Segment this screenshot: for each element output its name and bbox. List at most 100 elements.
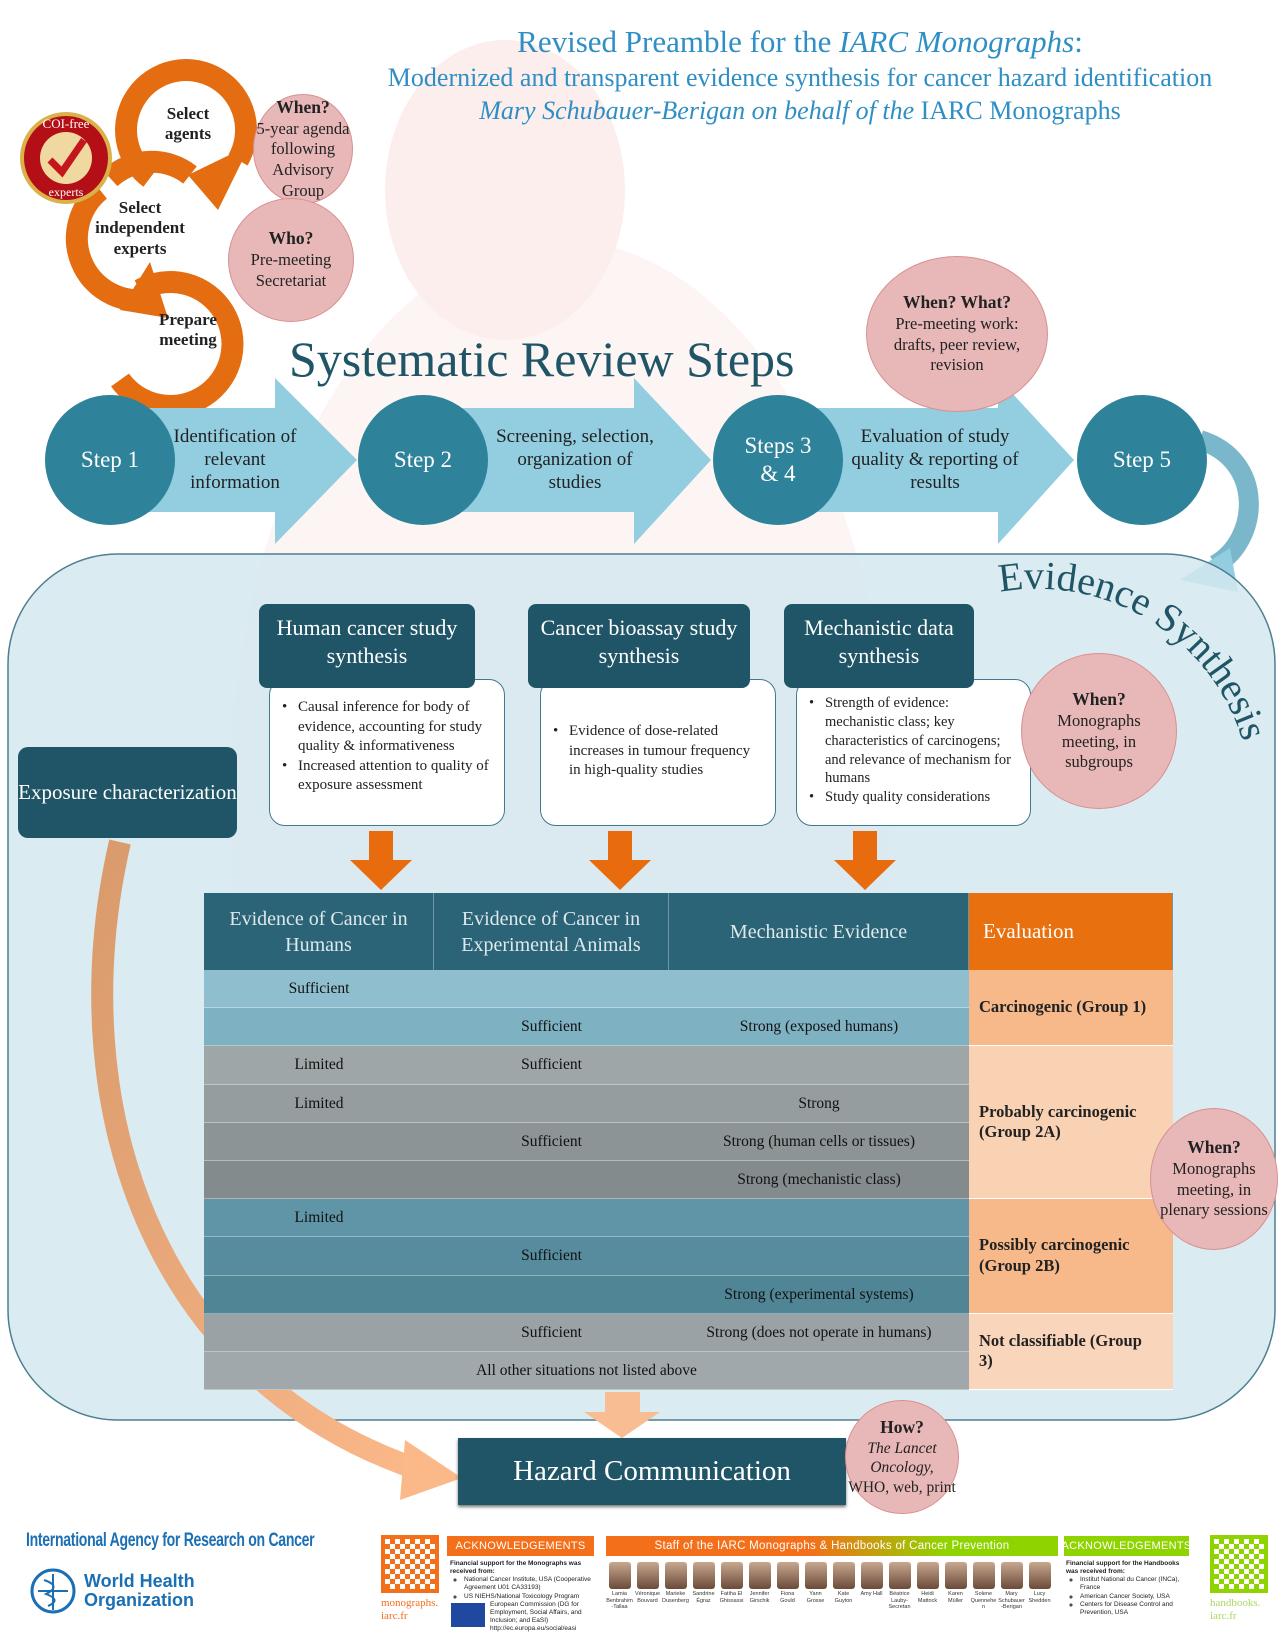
checkmark-icon (47, 138, 87, 178)
cell-mechanistic (669, 1046, 969, 1084)
steps-3-4-circle: Steps 3 & 4 (713, 395, 843, 525)
cell-humans (204, 1276, 434, 1314)
table-row: Strong (mechanistic class) (204, 1161, 969, 1200)
step-2-circle: Step 2 (358, 395, 488, 525)
planning-cycle-rings (65, 59, 258, 417)
bullet: Increased attention to quality of exposu… (282, 757, 494, 796)
staff-member: Mary Schubauer-Berigan (998, 1562, 1025, 1611)
mechanistic-synthesis-header: Mechanistic data synthesis (784, 604, 974, 688)
human-synthesis-details: Causal inference for body of evidence, a… (269, 679, 505, 826)
step-1-text: Identification of relevant information (173, 426, 297, 493)
staff-photo (664, 1562, 687, 1589)
qr-code-handbooks[interactable] (1210, 1535, 1268, 1593)
staff-name: Kate Guyton (834, 1591, 853, 1604)
staff-member: Fatiha El Ghissassi (718, 1562, 745, 1611)
bioassay-synthesis-details: Evidence of dose-related increases in tu… (540, 679, 776, 826)
staff-name: Mary Schubauer-Berigan (998, 1591, 1025, 1611)
bullet: Study quality considerations (809, 788, 1020, 807)
cell-mechanistic: Strong (798, 1094, 840, 1112)
qr-caption-handbooks[interactable]: handbooks. iarc.fr (1210, 1597, 1261, 1623)
cell-mechanistic: Strong (mechanistic class) (737, 1171, 901, 1188)
step1-arrow (130, 378, 357, 544)
cell-humans: Limited (294, 1209, 344, 1227)
evaluation-group: Possibly carcinogenic (Group 2B) (969, 1199, 1173, 1314)
systematic-review-title: Systematic Review Steps (289, 331, 795, 387)
svg-text:COI-free: COI-free (43, 116, 90, 131)
step-5-circle: Step 5 (1077, 395, 1207, 525)
when-subgroups-bubble: When?Monographs meeting, in subgroups (1021, 653, 1177, 809)
poster-subtitle: Modernized and transparent evidence synt… (387, 63, 1213, 92)
eu-flag-icon (451, 1603, 485, 1627)
cell-animals (434, 1161, 669, 1199)
staff-name: Véronique Bouvard (634, 1591, 661, 1604)
evaluation-group: Not classifiable (Group 3) (969, 1313, 1173, 1391)
cell-humans: Sufficient (288, 980, 350, 997)
cell-animals: Sufficient (521, 1018, 582, 1036)
staff-photo (1028, 1562, 1051, 1589)
table-to-hazard-arrow (584, 1392, 660, 1438)
staff-name: Béatrice Lauby-Secretan (888, 1591, 911, 1611)
exposure-to-hazard-arrow (91, 839, 424, 1481)
qr-code-monographs[interactable] (381, 1535, 439, 1593)
who-secretariat-bubble: Who?Pre-meeting Secretariat (228, 198, 354, 322)
cell-mechanistic (669, 970, 969, 1008)
who-emblem-icon (30, 1568, 76, 1614)
down-arrow (350, 831, 412, 890)
ring-arrowhead (188, 145, 250, 210)
staff-photo (636, 1562, 659, 1589)
hazard-communication-box: Hazard Communication (458, 1438, 846, 1505)
staff-photo (748, 1562, 771, 1589)
step2-arrow (440, 378, 711, 544)
down-arrow (834, 831, 896, 890)
bullet: Strength of evidence: mechanistic class;… (809, 694, 1020, 788)
bullet: Evidence of dose-related increases in tu… (553, 722, 765, 781)
staff-photo (944, 1562, 967, 1589)
step-2-text: Screening, selection, organization of st… (496, 426, 654, 493)
table-row: All other situations not listed above (204, 1352, 969, 1391)
table-row: Sufficient (204, 970, 969, 1009)
table-row: Limited Strong (204, 1084, 969, 1123)
cell-animals (434, 1085, 669, 1123)
cell-mechanistic: Strong (human cells or tissues) (722, 1132, 915, 1150)
cell-animals: Sufficient (521, 1323, 582, 1341)
table-row: Limited (204, 1199, 969, 1238)
staff-member: Karen Müller (942, 1562, 969, 1611)
ack-handbooks-text: Financial support for the Handbooks was … (1066, 1560, 1190, 1617)
ack-monographs-text: Financial support for the Monographs was… (450, 1560, 594, 1633)
cell-mechanistic (669, 1237, 969, 1275)
how-communication-bubble: How?The Lancet Oncology,WHO, web, print (845, 1400, 959, 1514)
cell-humans: Limited (294, 1094, 344, 1112)
cell-mechanistic: Strong (exposed humans) (739, 1018, 899, 1036)
staff-member: Lamia Benbrahim-Tallaa (606, 1562, 633, 1611)
staff-name: Fatiha El Ghissassi (719, 1591, 744, 1604)
staff-name: Lucy Shedden (1028, 1591, 1051, 1604)
iarc-logo-text: International Agency for Research on Can… (26, 1530, 315, 1551)
header-animals: Evidence of Cancer in Experimental Anima… (434, 893, 669, 970)
cell-humans (204, 1237, 434, 1275)
evaluation-group: Probably carcinogenic (Group 2A) (969, 1046, 1173, 1200)
exposure-characterization-box: Exposure characterization (18, 747, 237, 838)
cell-humans (204, 1314, 434, 1352)
ring-select-experts (65, 150, 197, 312)
staff-photo (860, 1562, 883, 1589)
evaluation-table: Evidence of Cancer in Humans Evidence of… (204, 893, 1173, 1391)
staff-name: Sandrine Égraz (692, 1591, 715, 1604)
staff-member: Jennifer Girschik (746, 1562, 773, 1611)
ring-prepare-meeting (111, 271, 244, 417)
qr-caption-monographs[interactable]: monographs. iarc.fr (381, 1597, 439, 1623)
steps-3-4-text: Evaluation of study quality & reporting … (851, 426, 1019, 493)
staff-member: Marieke Dusenberg (662, 1562, 689, 1611)
poster-title: Revised Preamble for the IARC Monographs… (517, 24, 1083, 59)
staff-member: Lucy Shedden (1026, 1562, 1053, 1611)
when-what-prework-bubble: When? What?Pre-meeting work: drafts, pee… (866, 256, 1048, 412)
staff-photo (804, 1562, 827, 1589)
staff-photo (776, 1562, 799, 1589)
table-row: Sufficient Strong (exposed humans) (204, 1008, 969, 1047)
cell-animals: Sufficient (521, 1056, 582, 1074)
cell-mechanistic (669, 1199, 969, 1237)
cell-all-other: All other situations not listed above (476, 1362, 697, 1379)
staff-name: Heidi Mattock (917, 1591, 938, 1604)
staff-member: Kate Guyton (830, 1562, 857, 1611)
staff-member: Solene Quennehen (970, 1562, 997, 1611)
